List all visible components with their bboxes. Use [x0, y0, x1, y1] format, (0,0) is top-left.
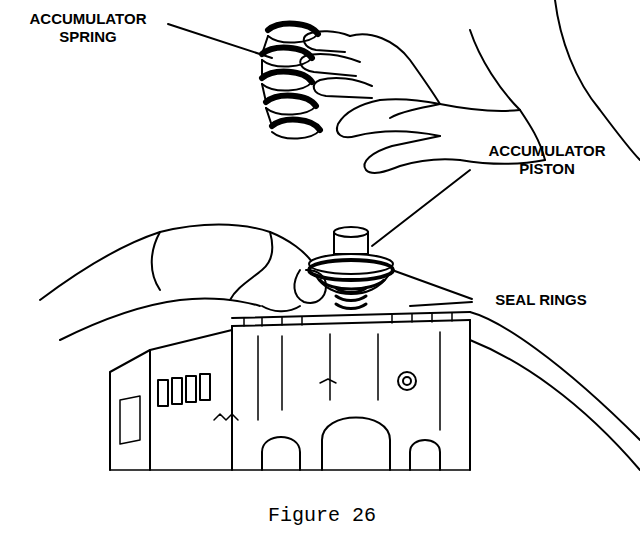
callout-label: ACCUMULATOR SPRING	[8, 10, 168, 46]
callout-label: SEAL RINGS	[476, 291, 606, 309]
callout-label: ACCUMULATOR PISTON	[462, 142, 632, 178]
transmission-case	[110, 312, 640, 470]
leader-lines	[168, 24, 472, 306]
arm-outline	[470, 0, 640, 160]
figure-caption: Figure 26	[268, 504, 376, 527]
